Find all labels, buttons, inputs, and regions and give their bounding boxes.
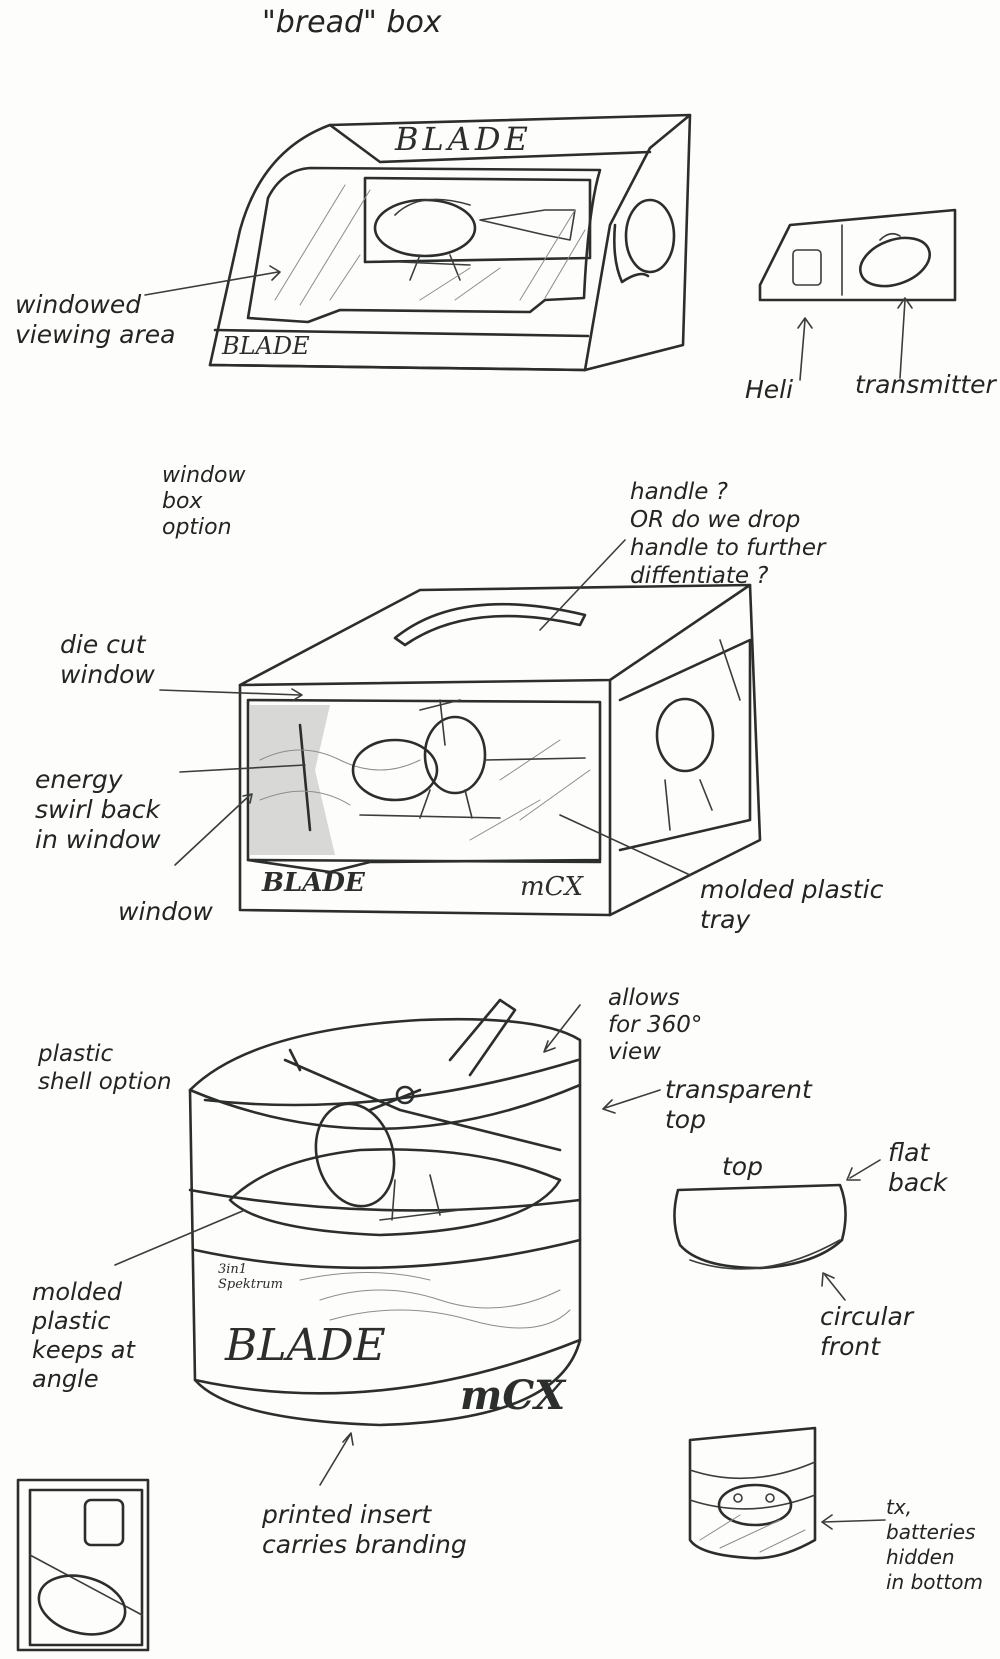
molded-tray-label: molded plastic tray [700, 875, 884, 934]
transparent-top-label: transparent top [665, 1075, 812, 1134]
heli-label: Heli [745, 375, 794, 404]
window-box-option-label: window box option [162, 463, 246, 540]
shell-brand-small: 3in1 Spektrum [218, 1262, 283, 1292]
printed-insert-label: printed insert carries branding [262, 1500, 467, 1559]
window-box-brand-right: mCX [520, 872, 584, 902]
transmitter-label: transmitter [855, 370, 996, 399]
flat-back-label: flat back [888, 1138, 948, 1197]
plastic-shell-sketch [16, 998, 886, 1652]
molded-plastic-angle-label: molded plastic keeps at angle [32, 1278, 135, 1393]
handle-question-label: handle ? OR do we drop handle to further… [630, 479, 826, 589]
plastic-shell-option-label: plastic shell option [38, 1041, 172, 1095]
window-label: window [118, 897, 213, 926]
energy-swirl-label: energy swirl back in window [35, 765, 161, 854]
top-view-label: top [722, 1152, 763, 1181]
window-box-sketch [159, 539, 762, 917]
circular-front-label: circular front [820, 1302, 914, 1361]
die-cut-window-label: die cut window [60, 630, 155, 689]
bread-box-sketch [144, 113, 957, 381]
page-title: "bread" box [262, 5, 442, 40]
allows-360-label: allows for 360° view [608, 985, 703, 1065]
window-box-brand-left: BLADE [262, 868, 365, 898]
tx-batteries-label: tx, batteries hidden in bottom [886, 1495, 983, 1594]
shell-brand-model: mCX [460, 1372, 566, 1419]
bread-box-window-label: windowed viewing area [15, 290, 176, 349]
bread-box-brand-front: BLADE [222, 332, 310, 360]
bread-box-brand-top: BLADE [395, 120, 532, 158]
shell-brand-main: BLADE [225, 1320, 386, 1371]
